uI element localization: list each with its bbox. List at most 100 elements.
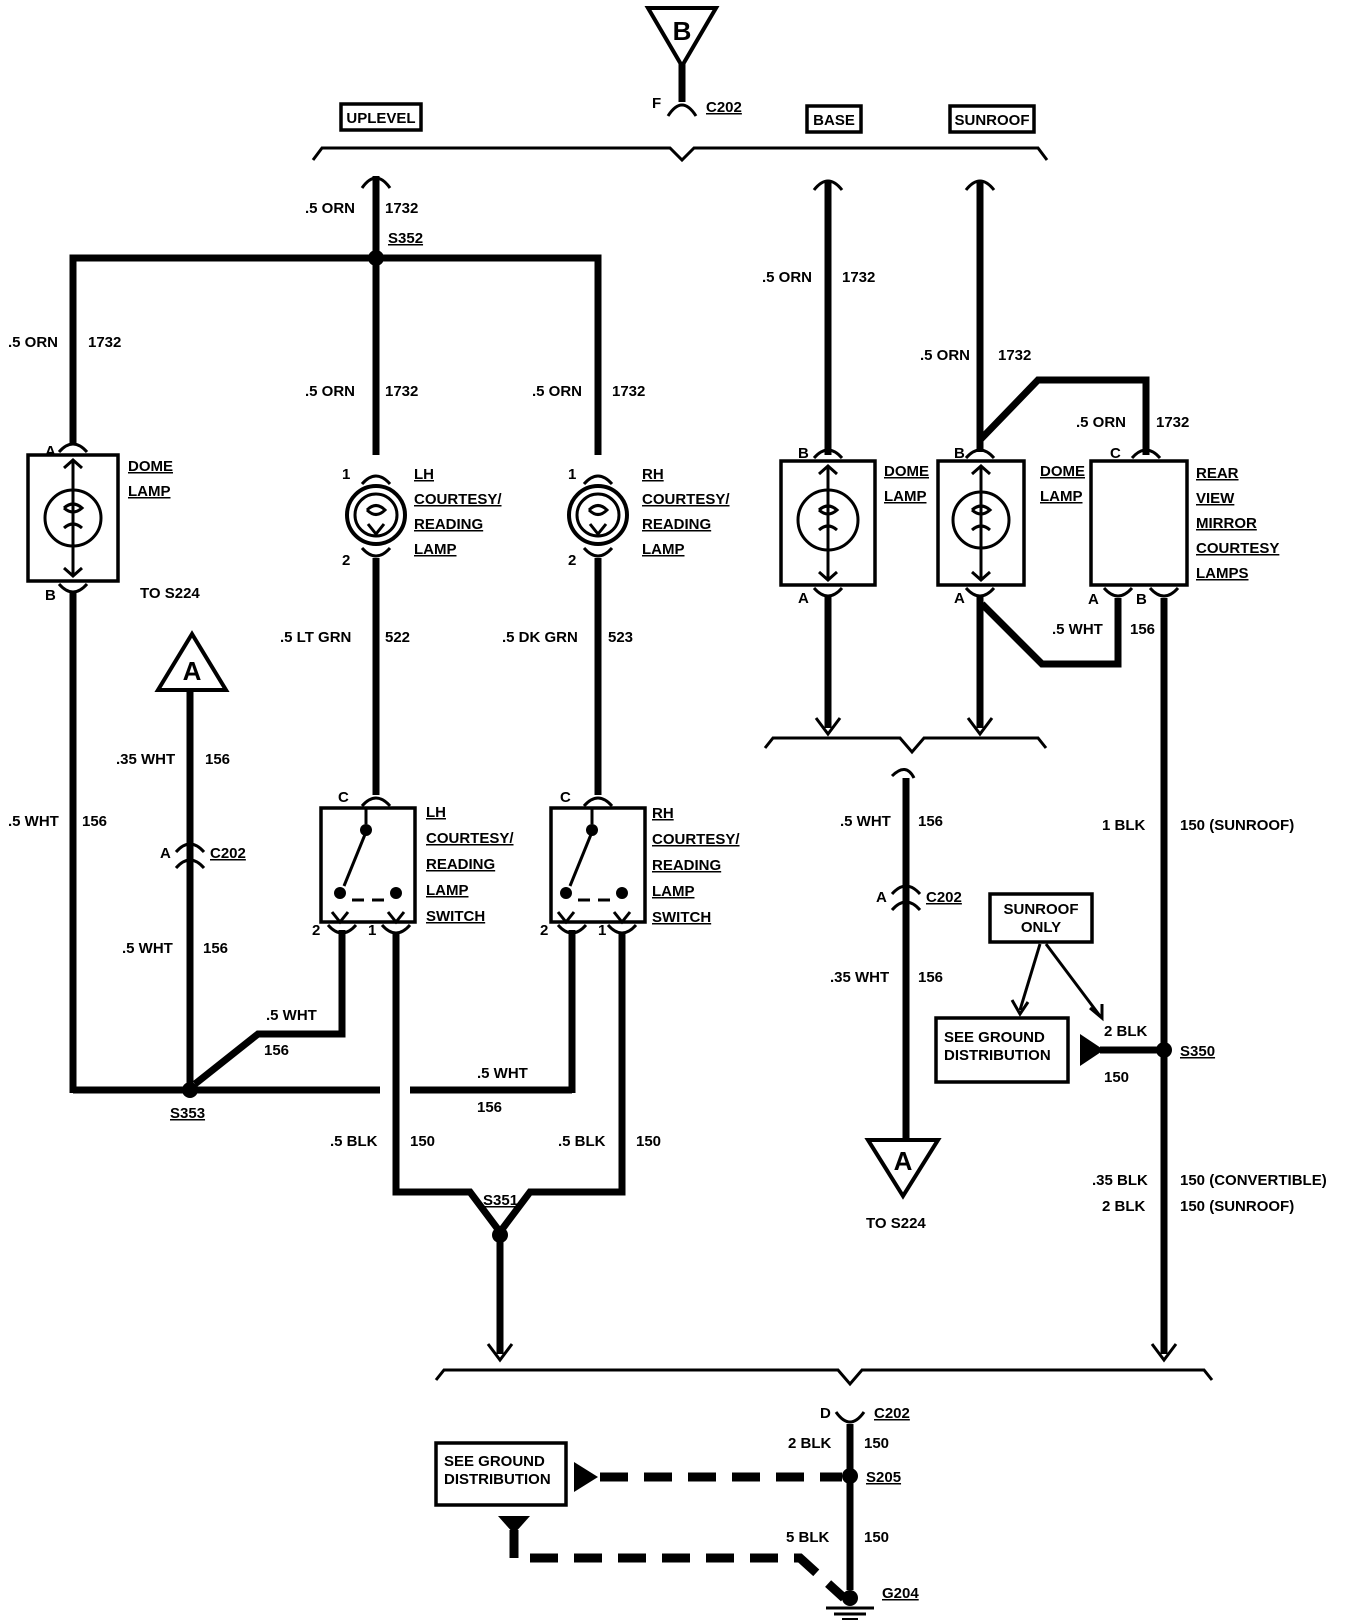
- svg-text:DOME: DOME: [1040, 463, 1085, 480]
- wire-label: .5 ORN: [305, 383, 355, 400]
- svg-text:DISTRIBUTION: DISTRIBUTION: [444, 1471, 551, 1488]
- wire-label: 156: [477, 1099, 502, 1116]
- svg-text:LAMP: LAMP: [128, 483, 171, 500]
- svg-text:COURTESY/: COURTESY/: [642, 491, 730, 508]
- splice-s352-label: S352: [388, 230, 423, 247]
- rear-view-mirror-courtesy-lamps: [1089, 459, 1189, 587]
- dome-lamp-left: [26, 453, 120, 583]
- wire-label: 156: [1130, 621, 1155, 638]
- svg-text:LAMP: LAMP: [426, 882, 469, 899]
- svg-text:A: A: [183, 656, 202, 686]
- wire-label: 1 BLK: [1102, 817, 1146, 834]
- svg-text:LAMP: LAMP: [414, 541, 457, 558]
- wire-label: .5 ORN: [762, 269, 812, 286]
- ground-g204: [842, 1590, 858, 1606]
- svg-text:RH: RH: [652, 805, 674, 822]
- wire-label: 1732: [998, 347, 1031, 364]
- pin-label: 2: [540, 922, 548, 939]
- pin-label: C: [560, 789, 571, 806]
- wire-label: .35 BLK: [1092, 1172, 1148, 1189]
- splice-s353-label: S353: [170, 1105, 205, 1122]
- pin-label: A: [1088, 591, 1099, 608]
- wire-label: 1732: [842, 269, 875, 286]
- wire-label: 523: [608, 629, 633, 646]
- header-uplevel: UPLEVEL: [339, 102, 423, 132]
- to-s224-label: TO S224: [140, 585, 200, 602]
- pin-label: 2: [342, 552, 350, 569]
- ground-arrow-bottom: [574, 1462, 598, 1492]
- pin-label: 1: [598, 922, 606, 939]
- lh-courtesy-lamp: [345, 484, 407, 546]
- svg-text:SEE GROUND: SEE GROUND: [444, 1453, 545, 1470]
- wire-label: .5 ORN: [305, 200, 355, 217]
- pin-label: D: [820, 1405, 831, 1422]
- svg-text:COURTESY/: COURTESY/: [414, 491, 502, 508]
- svg-text:LAMP: LAMP: [652, 883, 695, 900]
- wire-label: 156: [918, 813, 943, 830]
- see-ground-distribution-bottom: SEE GROUND DISTRIBUTION: [434, 1441, 568, 1507]
- wire-label: .5 LT GRN: [280, 629, 351, 646]
- wire-label: 156: [264, 1042, 289, 1059]
- svg-text:VIEW: VIEW: [1196, 490, 1235, 507]
- header-sunroof: SUNROOF: [948, 104, 1036, 134]
- ground-symbol: [826, 1606, 874, 1620]
- wire-label: 150: [410, 1133, 435, 1150]
- header-base: BASE: [805, 104, 863, 134]
- see-ground-distribution-right: SEE GROUND DISTRIBUTION: [934, 1016, 1070, 1084]
- svg-text:READING: READING: [652, 857, 721, 874]
- svg-text:COURTESY: COURTESY: [1196, 540, 1279, 557]
- c202-top-label: C202: [706, 99, 742, 116]
- svg-text:LAMP: LAMP: [642, 541, 685, 558]
- wire-label: 522: [385, 629, 410, 646]
- splice-s205-label: S205: [866, 1469, 901, 1486]
- wire-label: 1732: [385, 383, 418, 400]
- c202-center-label: C202: [926, 889, 962, 906]
- wire-label: .5 ORN: [920, 347, 970, 364]
- dome-lamp-sunroof: [936, 459, 1026, 587]
- wire-label: 150 (SUNROOF): [1180, 1198, 1294, 1215]
- rh-courtesy-lamp: [567, 484, 629, 546]
- c202-top-pin: F: [652, 95, 661, 112]
- wire-label: 150: [864, 1529, 889, 1546]
- svg-text:SWITCH: SWITCH: [426, 908, 485, 925]
- wire-label: .5 WHT: [1052, 621, 1103, 638]
- wire-label: 150: [1104, 1069, 1129, 1086]
- wire-label: .5 ORN: [1076, 414, 1126, 431]
- svg-text:ONLY: ONLY: [1021, 919, 1061, 936]
- splice-s205: [842, 1468, 858, 1484]
- svg-text:COURTESY/: COURTESY/: [652, 831, 740, 848]
- wire-label: .5 WHT: [122, 940, 173, 957]
- pin-label: 1: [568, 466, 576, 483]
- wire-label: .5 WHT: [8, 813, 59, 830]
- wire-label: 156: [918, 969, 943, 986]
- dome-lamp-base: [779, 459, 877, 587]
- wire-label: 2 BLK: [1102, 1198, 1146, 1215]
- ground-triangle-bottom: [498, 1516, 530, 1534]
- svg-text:BASE: BASE: [813, 112, 855, 129]
- wire-label: 156: [82, 813, 107, 830]
- pin-label: 1: [342, 466, 350, 483]
- rh-reading-lamp-switch[interactable]: [549, 806, 647, 925]
- wire-label: .5 ORN: [8, 334, 58, 351]
- to-s224-label: TO S224: [866, 1215, 926, 1232]
- svg-text:LAMP: LAMP: [1040, 488, 1083, 505]
- pin-label: A: [798, 590, 809, 607]
- splice-s350: [1156, 1042, 1172, 1058]
- svg-text:DOME: DOME: [128, 458, 173, 475]
- splice-s350-label: S350: [1180, 1043, 1215, 1060]
- lh-reading-lamp-switch[interactable]: [319, 806, 417, 925]
- wire-label: 1732: [612, 383, 645, 400]
- pin-label: B: [45, 587, 56, 604]
- wire-label: .5 WHT: [840, 813, 891, 830]
- wire-label: 1732: [385, 200, 418, 217]
- svg-text:SUNROOF: SUNROOF: [955, 112, 1030, 129]
- wire-label: .5 WHT: [266, 1007, 317, 1024]
- svg-text:READING: READING: [414, 516, 483, 533]
- svg-text:SUNROOF: SUNROOF: [1004, 901, 1079, 918]
- wire-label: .5 BLK: [558, 1133, 606, 1150]
- ground-g204-label: G204: [882, 1585, 919, 1602]
- svg-text:LH: LH: [426, 804, 446, 821]
- svg-text:COURTESY/: COURTESY/: [426, 830, 514, 847]
- svg-text:LH: LH: [414, 466, 434, 483]
- svg-text:READING: READING: [426, 856, 495, 873]
